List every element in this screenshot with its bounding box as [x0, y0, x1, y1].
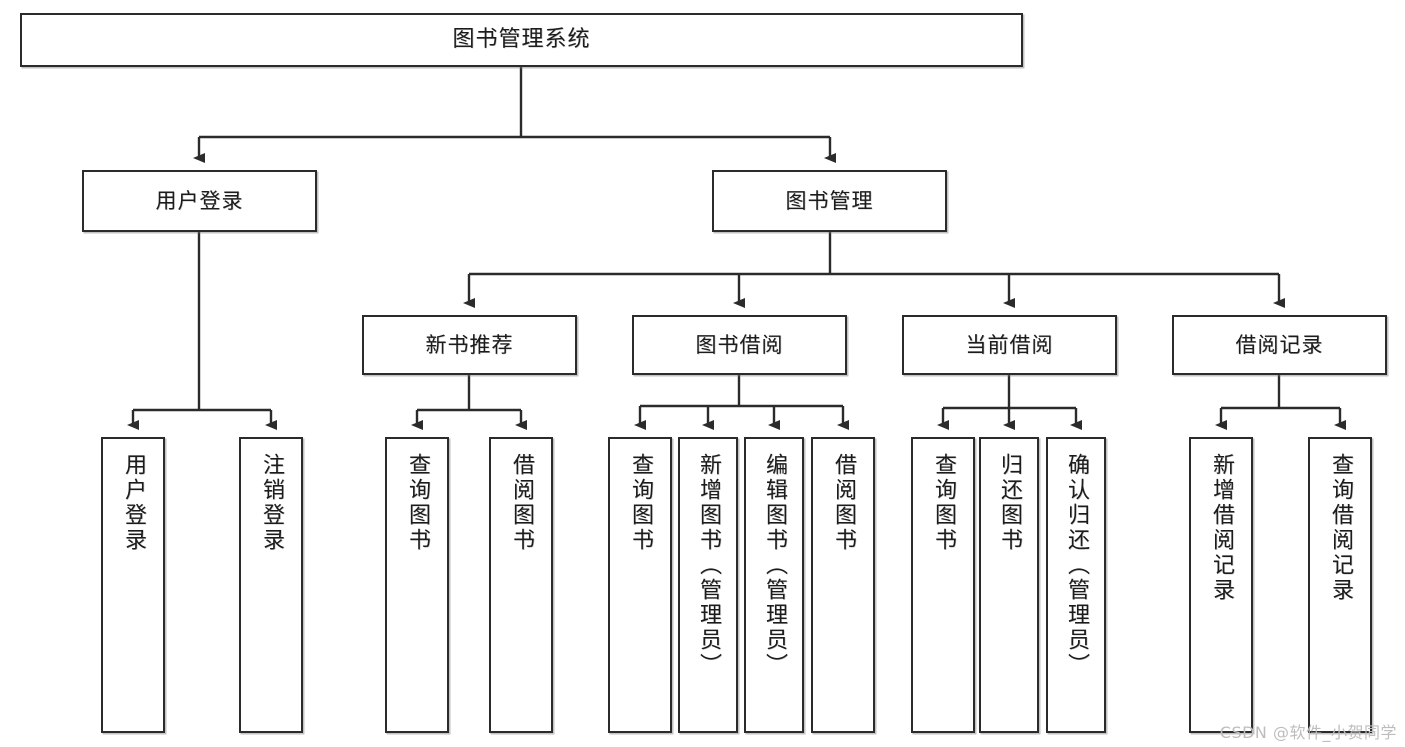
- node-label: 图书管理系统: [452, 27, 591, 53]
- leaf-query-borrow-record[interactable]: 查询借阅记录: [1308, 437, 1372, 733]
- node-label: 查询图书: [404, 453, 430, 553]
- node-label: 查询借阅记录: [1327, 453, 1353, 603]
- node-label: 用户登录: [120, 453, 146, 553]
- node-current-borrow[interactable]: 当前借阅: [902, 315, 1117, 375]
- leaf-query-book-new[interactable]: 查询图书: [385, 437, 449, 733]
- node-label: 注销登录: [258, 453, 284, 553]
- leaf-query-book-borrow[interactable]: 查询图书: [608, 437, 672, 733]
- node-book-management[interactable]: 图书管理: [712, 170, 947, 232]
- leaf-add-borrow-record[interactable]: 新增借阅记录: [1189, 437, 1253, 733]
- leaf-return-book[interactable]: 归还图书: [979, 437, 1039, 733]
- node-label: 确认归还（管理员）: [1063, 453, 1089, 678]
- leaf-borrow-book-new[interactable]: 借阅图书: [489, 437, 553, 733]
- node-root-book-management-system[interactable]: 图书管理系统: [20, 13, 1023, 67]
- leaf-borrow-book[interactable]: 借阅图书: [811, 437, 875, 733]
- leaf-edit-book-admin[interactable]: 编辑图书（管理员）: [744, 437, 804, 733]
- node-book-borrow[interactable]: 图书借阅: [632, 315, 847, 375]
- leaf-logout-login[interactable]: 注销登录: [239, 437, 303, 733]
- node-user-login[interactable]: 用户登录: [82, 170, 317, 232]
- node-label: 归还图书: [996, 453, 1022, 553]
- node-borrow-record[interactable]: 借阅记录: [1172, 315, 1387, 375]
- leaf-add-book-admin[interactable]: 新增图书（管理员）: [678, 437, 738, 733]
- node-label: 新书推荐: [425, 332, 514, 357]
- leaf-confirm-return-admin[interactable]: 确认归还（管理员）: [1046, 437, 1106, 733]
- node-label: 借阅图书: [830, 453, 856, 553]
- watermark: CSDN @软件_小贺同学: [1219, 723, 1397, 742]
- node-label: 图书管理: [785, 188, 874, 213]
- leaf-user-login[interactable]: 用户登录: [101, 437, 165, 733]
- node-label: 编辑图书（管理员）: [761, 453, 787, 678]
- node-label: 查询图书: [627, 453, 653, 553]
- node-label: 新增图书（管理员）: [695, 453, 721, 678]
- node-label: 新增借阅记录: [1208, 453, 1234, 603]
- node-label: 用户登录: [155, 188, 244, 213]
- node-label: 当前借阅: [965, 332, 1054, 357]
- node-label: 图书借阅: [695, 332, 784, 357]
- node-label: 借阅图书: [508, 453, 534, 553]
- node-new-book-recommend[interactable]: 新书推荐: [362, 315, 577, 375]
- node-label: 借阅记录: [1235, 332, 1324, 357]
- leaf-query-book-current[interactable]: 查询图书: [911, 437, 975, 733]
- node-label: 查询图书: [930, 453, 956, 553]
